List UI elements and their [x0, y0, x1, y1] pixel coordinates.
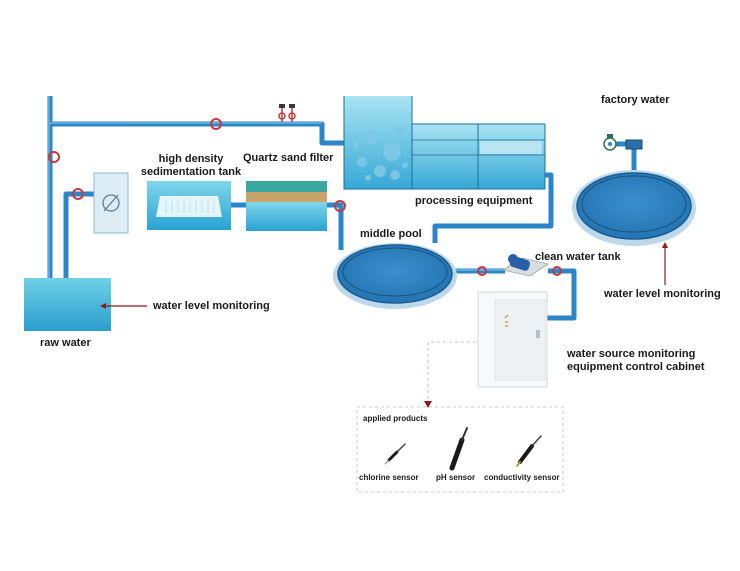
conductivity-sensor-icon [516, 435, 542, 467]
pipe-top-main [50, 121, 344, 146]
control-cabinet [477, 291, 548, 388]
valve-left-vertical [48, 151, 60, 163]
chlorine-sensor-icon [384, 443, 406, 465]
raw-water-tank [24, 278, 111, 331]
factory-water-label: factory water [601, 94, 670, 106]
valves [48, 118, 562, 276]
middle-pool [333, 243, 457, 309]
high-density-label-line2: sedimentation tank [140, 166, 242, 178]
valve-pump-inlet [477, 266, 487, 276]
processing-equipment-label: processing equipment [415, 195, 533, 207]
factory-water-meter [603, 134, 617, 151]
processing-equipment [343, 96, 546, 190]
conductivity-sensor-label: conductivity sensor [484, 473, 560, 482]
pool-level-arrowhead [662, 242, 668, 248]
raw-water-label: raw water [40, 337, 91, 349]
quartz-sand-filter [246, 181, 327, 231]
pipe-raw-to-sedimentation [63, 191, 94, 278]
raw-water-level-arrowhead [100, 303, 106, 309]
valve-raw-outlet [72, 188, 84, 200]
valve-filter-outlet [334, 200, 346, 212]
applied-products-box [356, 406, 564, 493]
ph-sensor-label: pH sensor [436, 473, 476, 482]
flow-meter [93, 172, 129, 234]
clean-water-tank-label: clean water tank [535, 251, 621, 263]
applied-products-label: applied products [363, 414, 428, 423]
cabinet-connector [427, 341, 476, 400]
factory-water-valve [625, 139, 643, 150]
clean-water-pump [501, 254, 549, 277]
quartz-sand-filter-label: Quartz sand filter [243, 152, 334, 164]
pipe-filter-to-middle [327, 202, 344, 250]
sedimentation-tank [147, 181, 231, 230]
middle-pool-label: middle pool [360, 228, 422, 240]
control-cabinet-label-line2: equipment control cabinet [567, 361, 705, 373]
top-small-valve-caps [279, 104, 295, 108]
valve-top-main [210, 118, 222, 130]
chlorine-sensor-label: chlorine sensor [359, 473, 419, 482]
control-cabinet-label-line1: water source monitoring [567, 348, 696, 360]
pipes [47, 96, 637, 321]
pipe-processing-to-middle [432, 172, 554, 243]
ph-sensor-icon [449, 427, 468, 471]
cabinet-connector-arrow [424, 401, 432, 408]
pipe-pump-to-tank [547, 268, 577, 321]
factory-water-pool [572, 170, 696, 246]
high-density-label-line1: high density [158, 153, 224, 165]
valve-pump-outlet [552, 266, 562, 276]
raw-water-level-label: water level monitoring [153, 300, 270, 312]
pool-water-level-label: water level monitoring [604, 288, 721, 300]
top-small-valves [278, 106, 296, 122]
